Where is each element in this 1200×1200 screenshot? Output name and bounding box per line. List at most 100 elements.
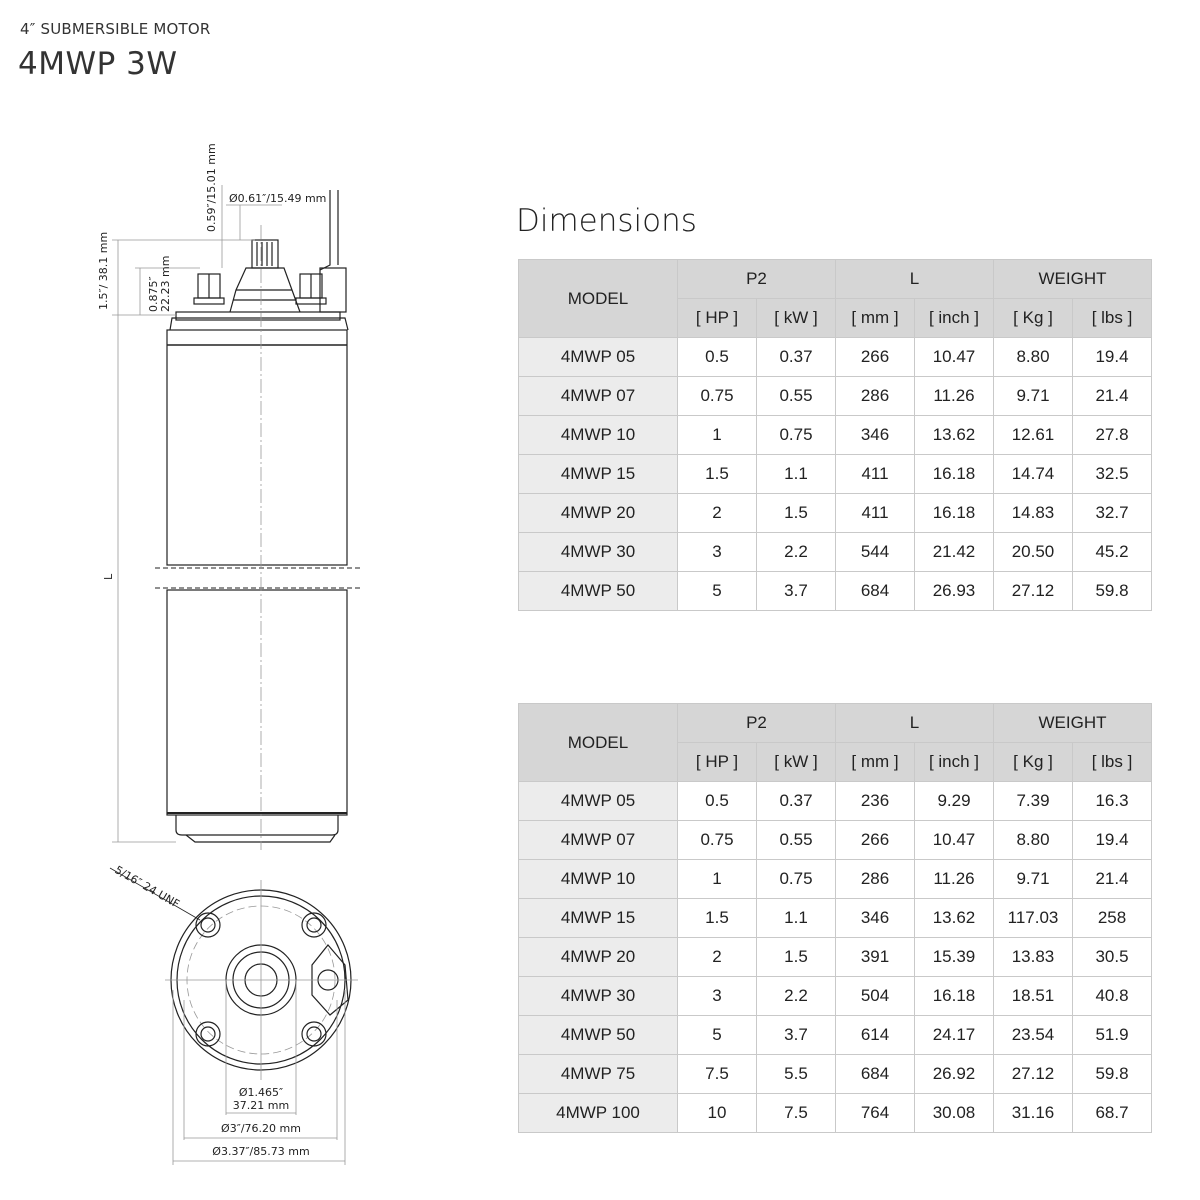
cell-inch: 13.62	[914, 898, 994, 938]
cell-model: 4MWP 10	[518, 859, 678, 899]
cell-lbs: 21.4	[1072, 859, 1152, 899]
cell-inch: 15.39	[914, 937, 994, 977]
cell-hp: 0.75	[677, 376, 757, 416]
cell-inch: 10.47	[914, 337, 994, 377]
shaft-height-label: 0.59″/15.01 mm	[205, 143, 218, 232]
cell-kw: 0.37	[756, 781, 836, 821]
product-category: 4″ SUBMERSIBLE MOTOR	[20, 20, 211, 38]
header-p2: P2	[677, 259, 836, 299]
cell-hp: 1	[677, 415, 757, 455]
cell-kg: 27.12	[993, 1054, 1073, 1094]
cell-kg: 13.83	[993, 937, 1073, 977]
cell-inch: 26.93	[914, 571, 994, 611]
cell-inch: 13.62	[914, 415, 994, 455]
cell-hp: 1.5	[677, 898, 757, 938]
motor-body-lower	[166, 589, 348, 816]
cell-kg: 12.61	[993, 415, 1073, 455]
product-title: 4MWP 3W	[18, 46, 178, 82]
cell-model: 4MWP 05	[518, 781, 678, 821]
header-length: L	[835, 703, 994, 743]
cell-kw: 0.75	[756, 859, 836, 899]
thread-label: 5/16″ 24 UNF	[113, 863, 182, 910]
cell-model: 4MWP 15	[518, 454, 678, 494]
cell-inch: 16.18	[914, 493, 994, 533]
cell-kg: 31.16	[993, 1093, 1073, 1133]
cell-mm: 684	[835, 1054, 915, 1094]
cell-mm: 684	[835, 571, 915, 611]
cell-lbs: 19.4	[1072, 820, 1152, 860]
header-inch: [ inch ]	[914, 742, 994, 782]
header-lbs: [ lbs ]	[1072, 742, 1152, 782]
dimensions-heading: Dimensions	[516, 203, 697, 239]
stud-height-inch-label: 0.875″	[147, 276, 160, 312]
cell-inch: 10.47	[914, 820, 994, 860]
cell-model: 4MWP 75	[518, 1054, 678, 1094]
header-weight: WEIGHT	[993, 259, 1152, 299]
cell-kw: 1.1	[756, 898, 836, 938]
header-kw: [ kW ]	[756, 742, 836, 782]
cell-model: 4MWP 50	[518, 571, 678, 611]
header-lbs: [ lbs ]	[1072, 298, 1152, 338]
cell-model: 4MWP 15	[518, 898, 678, 938]
cell-kw: 0.75	[756, 415, 836, 455]
cell-lbs: 40.8	[1072, 976, 1152, 1016]
cell-kg: 117.03	[993, 898, 1073, 938]
cell-kw: 1.1	[756, 454, 836, 494]
header-hp: [ HP ]	[677, 742, 757, 782]
cell-lbs: 32.5	[1072, 454, 1152, 494]
cell-model: 4MWP 30	[518, 532, 678, 572]
cell-kg: 23.54	[993, 1015, 1073, 1055]
cell-mm: 236	[835, 781, 915, 821]
cell-mm: 391	[835, 937, 915, 977]
cell-kw: 1.5	[756, 493, 836, 533]
cell-lbs: 27.8	[1072, 415, 1152, 455]
body-diameter-label: Ø3″/76.20 mm	[221, 1122, 301, 1135]
header-kg: [ Kg ]	[993, 298, 1073, 338]
dimensions-table-1: MODEL P2 L WEIGHT [ HP ] [ kW ] [ mm ] […	[518, 259, 1152, 611]
cell-mm: 504	[835, 976, 915, 1016]
hub-diameter-inch-label: Ø1.465″	[239, 1086, 283, 1099]
cell-mm: 346	[835, 898, 915, 938]
cell-kg: 7.39	[993, 781, 1073, 821]
cell-lbs: 30.5	[1072, 937, 1152, 977]
cell-hp: 2	[677, 493, 757, 533]
cell-mm: 286	[835, 376, 915, 416]
cell-hp: 0.5	[677, 337, 757, 377]
header-kg: [ Kg ]	[993, 742, 1073, 782]
cell-lbs: 258	[1072, 898, 1152, 938]
cell-kg: 14.74	[993, 454, 1073, 494]
cell-hp: 5	[677, 571, 757, 611]
cell-kg: 9.71	[993, 376, 1073, 416]
cell-model: 4MWP 20	[518, 493, 678, 533]
cell-model: 4MWP 30	[518, 976, 678, 1016]
shaft-diameter-label: Ø0.61″/15.49 mm	[229, 192, 326, 205]
header-length: L	[835, 259, 994, 299]
cell-lbs: 16.3	[1072, 781, 1152, 821]
cell-model: 4MWP 07	[518, 820, 678, 860]
cell-hp: 3	[677, 976, 757, 1016]
cell-kg: 9.71	[993, 859, 1073, 899]
header-model: MODEL	[518, 703, 678, 782]
cell-kw: 3.7	[756, 1015, 836, 1055]
cell-kw: 0.55	[756, 376, 836, 416]
cell-lbs: 59.8	[1072, 571, 1152, 611]
cell-lbs: 45.2	[1072, 532, 1152, 572]
cell-hp: 3	[677, 532, 757, 572]
cell-kg: 27.12	[993, 571, 1073, 611]
cell-mm: 614	[835, 1015, 915, 1055]
cell-inch: 11.26	[914, 859, 994, 899]
cell-kw: 2.2	[756, 976, 836, 1016]
cell-model: 4MWP 50	[518, 1015, 678, 1055]
